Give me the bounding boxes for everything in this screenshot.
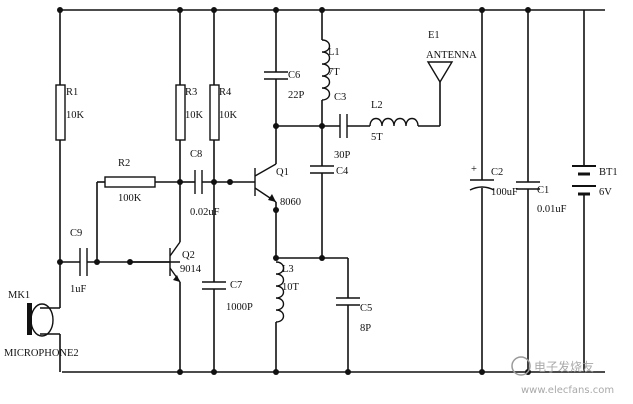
battery-value: 6V: [599, 187, 612, 198]
c2-ref: C2: [491, 167, 503, 178]
junction-dots: [57, 7, 531, 375]
q2-value: 9014: [180, 264, 202, 275]
c6-value: 22P: [288, 90, 305, 101]
c8-capacitor: [180, 170, 255, 194]
c1-ref: C1: [537, 185, 549, 196]
c8-value: 0.02uF: [190, 207, 220, 218]
r4-branch: [209, 10, 220, 282]
c5-ref: C5: [360, 303, 372, 314]
r3-branch: [175, 10, 186, 242]
r2-resistor: [96, 176, 180, 262]
watermark-site: www.elecfans.com: [521, 385, 614, 396]
c7-ref: C7: [230, 280, 242, 291]
battery-ref: BT1: [599, 167, 618, 178]
antenna-symbol: [426, 61, 454, 126]
l1-inductor: [321, 10, 331, 126]
c5-value: 8P: [360, 323, 371, 334]
antenna-ref: E1: [428, 30, 440, 41]
c1-capacitor: [516, 10, 540, 372]
r1-value: 10K: [66, 110, 85, 121]
r2-ref: R2: [118, 158, 130, 169]
r3-value: 10K: [185, 110, 204, 121]
c2-polarity: +: [471, 164, 477, 175]
c8-ref: C8: [190, 149, 202, 160]
battery-symbol: [572, 10, 596, 372]
c2-capacitor: [469, 10, 495, 372]
l3-value: 10T: [282, 282, 300, 293]
q2-ref: Q2: [182, 250, 195, 261]
l2-value: 5T: [371, 132, 383, 143]
c2-value: 100uF: [491, 187, 518, 198]
r4-value: 10K: [219, 110, 238, 121]
r2-value: 100K: [118, 193, 142, 204]
c3-capacitor: [322, 114, 370, 138]
c3-value: 30P: [334, 150, 351, 161]
r1-ref: R1: [66, 87, 78, 98]
l3-ref: L3: [282, 264, 294, 275]
l2-inductor: [369, 117, 440, 127]
c4-capacitor: [310, 126, 334, 258]
c7-capacitor: [202, 281, 226, 372]
q2-transistor: [130, 241, 181, 372]
q1-value: 8060: [280, 197, 301, 208]
antenna-value: ANTENNA: [426, 50, 477, 61]
q1-transistor: [254, 163, 277, 203]
watermark: 电子发烧友 www.elecfans.com: [511, 356, 614, 396]
c7-value: 1000P: [226, 302, 253, 313]
l1-ref: L1: [328, 47, 340, 58]
c9-value: 1uF: [70, 284, 87, 295]
r3-ref: R3: [185, 87, 197, 98]
c5-capacitor: [336, 258, 360, 372]
q1-collector-line: [264, 10, 322, 164]
mk1-ref: MK1: [8, 290, 30, 301]
q1-emitter-line: [275, 202, 348, 372]
c4-ref: C4: [336, 166, 349, 177]
watermark-text: 电子发烧友: [534, 359, 594, 374]
c1-value: 0.01uF: [537, 204, 567, 215]
l1-value: 7T: [328, 67, 340, 78]
c3-ref: C3: [334, 92, 346, 103]
c6-ref: C6: [288, 70, 300, 81]
q1-ref: Q1: [276, 167, 289, 178]
c9-ref: C9: [70, 228, 82, 239]
l2-ref: L2: [371, 100, 383, 111]
mk1-value: MICROPHONE2: [4, 348, 79, 359]
r1-branch: [55, 10, 80, 263]
r4-ref: R4: [219, 87, 232, 98]
microphone-symbol: [27, 262, 61, 372]
